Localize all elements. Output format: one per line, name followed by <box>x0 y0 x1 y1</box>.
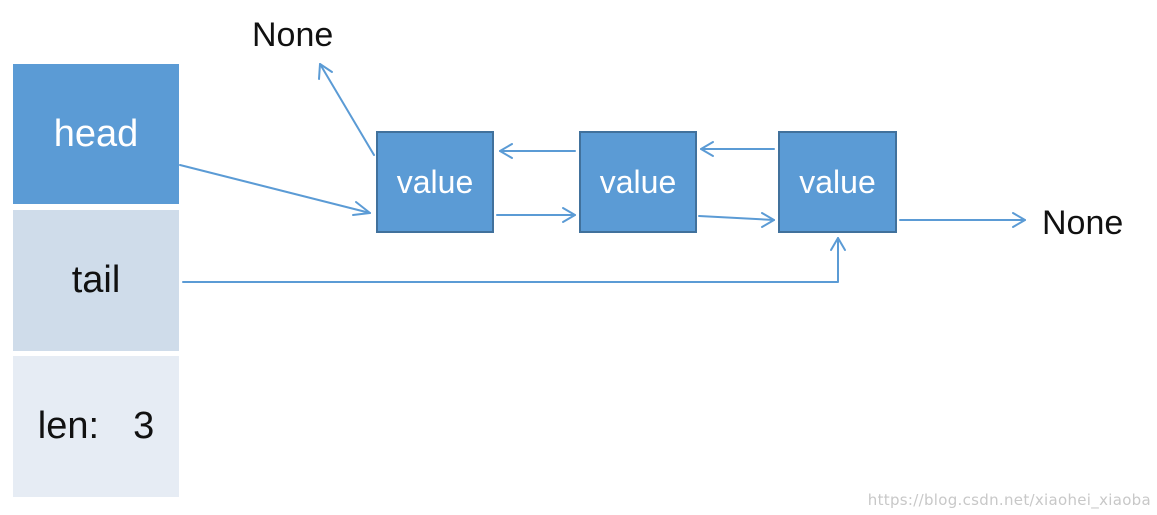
head-to-node-arrow <box>179 164 371 216</box>
node3-next-none-arrow <box>899 212 1026 228</box>
list-node-2: value <box>579 131 697 233</box>
node1-prev-none-arrow <box>318 63 375 156</box>
tail-to-node-arrow <box>182 237 846 283</box>
struct-len-cell: len: 3 <box>13 356 179 497</box>
watermark-text: https://blog.csdn.net/xiaohei_xiaoba <box>867 491 1151 509</box>
node2-to-node3-next-arrow <box>698 212 775 228</box>
next-none-label: None <box>1042 204 1124 242</box>
node2-to-node1-prev-arrow <box>499 143 576 159</box>
tail-label: tail <box>71 259 121 301</box>
node3-to-node2-prev-arrow <box>700 141 775 157</box>
struct-head-cell: head <box>13 64 179 204</box>
list-node-1: value <box>376 131 494 233</box>
node-value-label: value <box>396 163 474 200</box>
node-value-label: value <box>599 163 677 200</box>
list-node-3: value <box>778 131 897 233</box>
len-value: 3 <box>133 405 155 447</box>
node1-to-node2-next-arrow <box>496 207 576 223</box>
node-value-label: value <box>799 163 876 200</box>
len-label: len: <box>37 405 100 447</box>
prev-none-label: None <box>252 16 334 54</box>
head-label: head <box>53 112 139 155</box>
struct-tail-cell: tail <box>13 210 179 351</box>
